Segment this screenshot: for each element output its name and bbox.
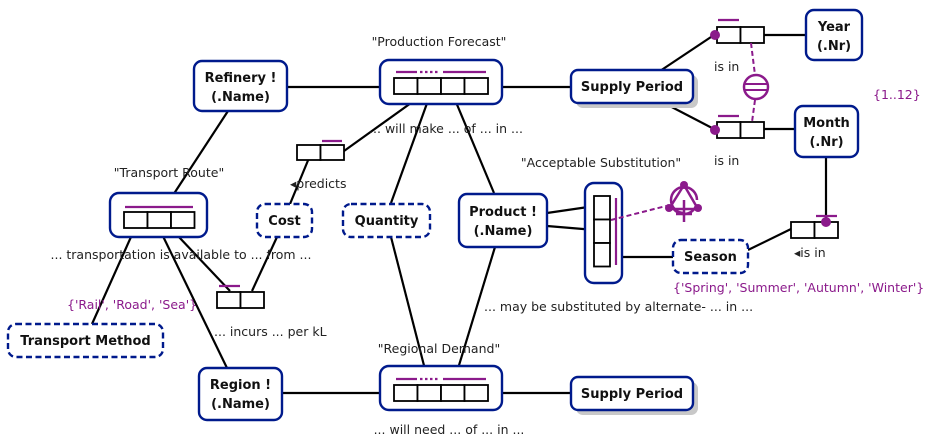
role-boxes: [393, 77, 489, 95]
fact-year-is-in[interactable]: is in: [710, 18, 765, 74]
role-box[interactable]: [393, 77, 419, 95]
fact-regional-demand[interactable]: "Regional Demand" ... will need ... of .…: [374, 341, 525, 437]
connector-quantity-demand: [389, 236, 431, 386]
fact-month-is-in[interactable]: is in: [710, 114, 765, 168]
role-box[interactable]: [296, 144, 322, 161]
value-constraint-month: {1..12}: [873, 87, 921, 102]
value-type-quantity-name: Quantity: [355, 214, 419, 229]
role-box[interactable]: [463, 77, 489, 95]
entity-supply-period-bottom[interactable]: Supply Period: [569, 375, 698, 415]
role-box[interactable]: [393, 384, 419, 402]
equality-constraint-connector: [751, 99, 756, 123]
role-box[interactable]: [593, 242, 611, 268]
equality-constraint-connector: [750, 42, 756, 76]
ring-constraint-connector: [610, 205, 667, 221]
fact-production-forecast-reading: ... will make ... of ... in ...: [369, 121, 523, 136]
entity-year-ref: (.Nr): [817, 39, 851, 54]
fact-acceptable-substitution-name: "Acceptable Substitution": [521, 155, 681, 170]
connector-cost-incurs: [251, 236, 278, 292]
entity-refinery-name: Refinery !: [205, 71, 277, 86]
fact-season-is-in-reading: ◂is in: [794, 245, 826, 260]
entity-region-name: Region !: [210, 378, 271, 393]
role-box[interactable]: [739, 26, 765, 44]
value-type-cost[interactable]: Cost: [255, 202, 314, 239]
connector-supplyperiod-yearfact: [659, 34, 715, 72]
entity-supply-period-top-name: Supply Period: [581, 80, 683, 95]
connector-forecast-quantity: [389, 94, 432, 204]
role-box[interactable]: [739, 121, 765, 139]
entity-product[interactable]: Product ! (.Name): [457, 192, 549, 249]
value-constraint-season: {'Spring', 'Summer', 'Autumn', 'Winter'}: [673, 280, 924, 295]
connector-costfact-cost: [288, 157, 311, 205]
fact-season-is-in[interactable]: ◂is in: [790, 214, 839, 260]
value-type-transport-method[interactable]: Transport Method: [6, 322, 165, 359]
fact-acceptable-substitution[interactable]: "Acceptable Substitution" ... may be sub…: [484, 155, 753, 314]
entity-year-name: Year: [817, 20, 851, 35]
role-box[interactable]: [123, 211, 149, 229]
fact-production-forecast[interactable]: "Production Forecast" ... will make ... …: [369, 34, 523, 136]
fact-month-is-in-reading: is in: [714, 153, 739, 168]
entity-supply-period-bottom-name: Supply Period: [581, 387, 683, 402]
value-type-season-name: Season: [684, 250, 737, 265]
role-box[interactable]: [319, 144, 345, 161]
fact-incurs-reading: ... incurs ... per kL: [214, 324, 327, 339]
role-box[interactable]: [716, 26, 742, 44]
entity-month-name: Month: [803, 116, 850, 131]
fact-regional-demand-reading: ... will need ... of ... in ...: [374, 422, 525, 437]
role-box[interactable]: [440, 384, 466, 402]
fact-acceptable-substitution-reading: ... may be substituted by alternate- ...…: [484, 299, 753, 314]
value-type-quantity[interactable]: Quantity: [341, 202, 432, 239]
fact-transport-route[interactable]: "Transport Route" ... transportation is …: [51, 165, 312, 262]
value-constraint-transport-method: {'Rail', 'Road', 'Sea'}: [67, 297, 197, 312]
fact-predicts-reading: ◂predicts: [290, 176, 346, 191]
connector-season-isin: [747, 228, 792, 251]
equality-constraint-icon[interactable]: [742, 73, 770, 101]
role-box[interactable]: [790, 221, 816, 239]
connector-route-incurs: [177, 235, 231, 292]
connector-route-method: [90, 227, 137, 325]
role-box[interactable]: [239, 291, 265, 309]
ring-constraint-icon[interactable]: [665, 181, 702, 222]
connector-product-demand: [451, 246, 497, 386]
connectors: [90, 33, 828, 395]
role-box[interactable]: [170, 211, 196, 229]
role-box[interactable]: [416, 77, 442, 95]
connector-forecast-product: [451, 94, 496, 194]
entity-region-ref: (.Name): [211, 397, 270, 412]
fact-transport-route-name: "Transport Route": [114, 165, 224, 180]
value-type-cost-name: Cost: [268, 214, 300, 229]
entity-product-name: Product !: [469, 205, 537, 220]
fact-year-is-in-reading: is in: [714, 59, 739, 74]
role-box[interactable]: [593, 195, 611, 221]
fact-predicts[interactable]: ◂predicts: [290, 139, 346, 191]
value-type-season[interactable]: Season: [671, 238, 750, 275]
mandatory-role-dot-icon: [710, 30, 720, 40]
role-box[interactable]: [146, 211, 172, 229]
entity-region[interactable]: Region ! (.Name): [197, 366, 284, 422]
role-box[interactable]: [463, 384, 489, 402]
entity-refinery-ref: (.Name): [211, 90, 270, 105]
role-box[interactable]: [716, 121, 742, 139]
role-box[interactable]: [216, 291, 242, 309]
entity-year[interactable]: Year (.Nr): [804, 8, 864, 62]
fact-incurs[interactable]: ... incurs ... per kL: [214, 284, 327, 339]
mandatory-role-dot-icon: [821, 217, 831, 227]
role-box[interactable]: [593, 218, 611, 244]
entity-refinery[interactable]: Refinery ! (.Name): [192, 59, 289, 113]
entity-product-ref: (.Name): [474, 224, 533, 239]
connector-forecast-cost-fact: [343, 102, 412, 152]
entity-supply-period-top[interactable]: Supply Period: [569, 68, 698, 108]
fact-transport-route-reading: ... transportation is available to ... f…: [51, 247, 312, 262]
role-box[interactable]: [416, 384, 442, 402]
fact-production-forecast-name: "Production Forecast": [372, 34, 507, 49]
fact-regional-demand-name: "Regional Demand": [378, 341, 500, 356]
connector-route-region: [158, 227, 228, 369]
role-box[interactable]: [440, 77, 466, 95]
mandatory-role-dot-icon: [710, 125, 720, 135]
entity-month-ref: (.Nr): [809, 135, 843, 150]
entity-month[interactable]: Month (.Nr): [793, 104, 860, 159]
value-type-transport-method-name: Transport Method: [20, 334, 150, 349]
